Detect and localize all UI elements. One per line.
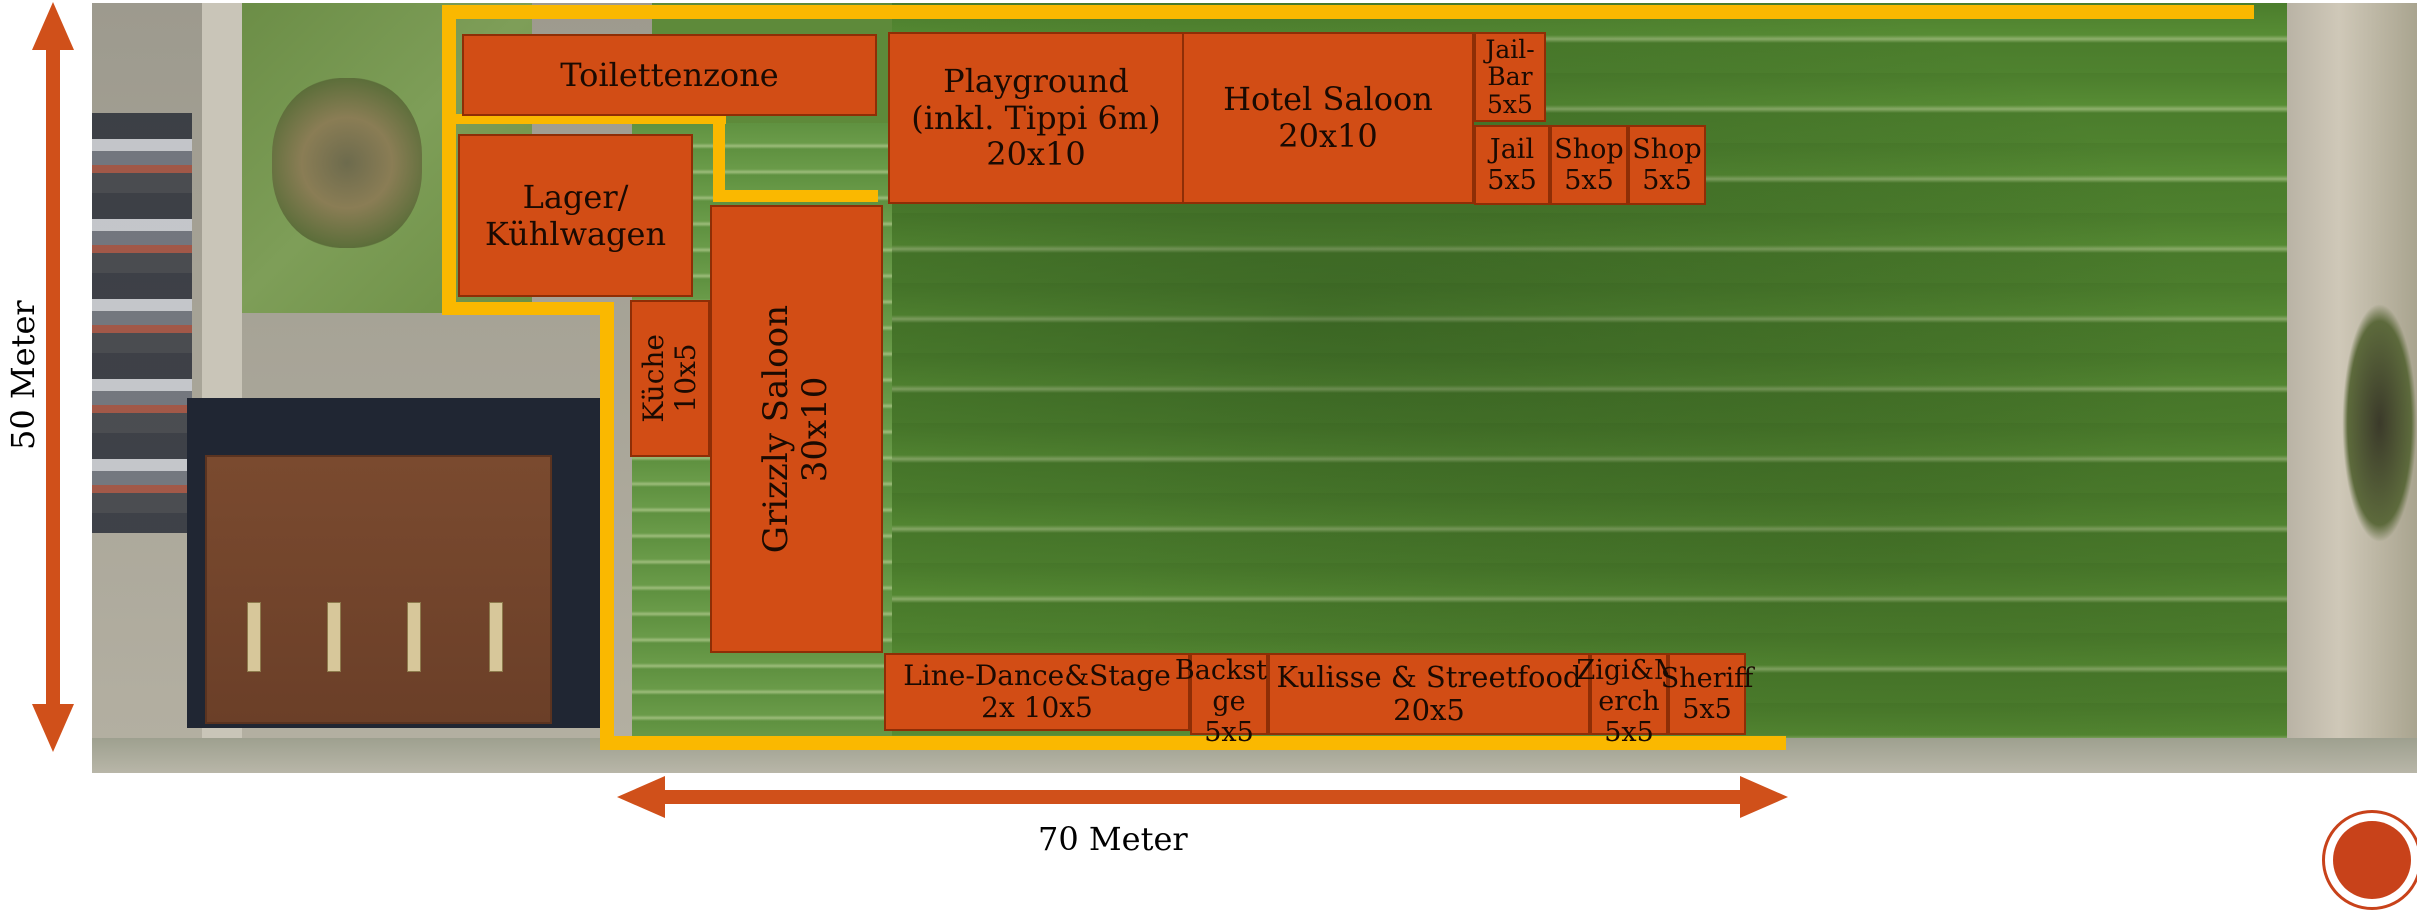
zone-shop-1: Shop 5x5: [1550, 125, 1628, 205]
zone-line-dance-stage: Line-Dance&Stage 2x 10x5: [884, 653, 1190, 731]
roof-window: [327, 602, 341, 672]
zone-hotel-saloon: Hotel Saloon 20x10: [1182, 32, 1474, 204]
zone-jail-bar: Jail- Bar 5x5: [1474, 32, 1546, 122]
roof-window: [407, 602, 421, 672]
zone-kueche: Küche 10x5: [630, 300, 710, 457]
site-border-inner-h: [450, 114, 726, 124]
zone-jail: Jail 5x5: [1474, 125, 1550, 205]
zone-sheriff: Sheriff 5x5: [1661, 653, 1753, 735]
site-border-inner-v: [713, 120, 725, 200]
site-plan-map: Toilettenzone Playground (inkl. Tippi 6m…: [4, 2, 2417, 910]
zone-backstage: Backsta ge 5x5: [1174, 653, 1284, 749]
zone-playground: Playground (inkl. Tippi 6m) 20x10: [888, 32, 1184, 204]
logo-badge-icon: [2322, 810, 2417, 910]
zone-grizzly-saloon: Grizzly Saloon 30x10: [710, 205, 883, 653]
zone-kulisse-streetfood: Kulisse & Streetfood 20x5: [1268, 653, 1590, 735]
width-label: 70 Meter: [1038, 820, 1188, 858]
parked-cars: [92, 113, 192, 533]
zone-lager-kuehlwagen: Lager/ Kühlwagen: [458, 134, 693, 297]
zone-toilettenzone: Toilettenzone: [462, 34, 877, 116]
site-border-step: [442, 302, 612, 315]
building-roof: [205, 455, 552, 724]
zone-shop-2: Shop 5x5: [1628, 125, 1706, 205]
height-arrow: [32, 2, 74, 752]
logo-badge-inner: [2333, 821, 2411, 899]
site-border-bottom: [600, 736, 1786, 750]
site-border-left-lower: [600, 302, 614, 750]
bush: [2342, 303, 2417, 543]
roof-window: [489, 602, 503, 672]
aerial-background: [92, 3, 2417, 773]
roof-window: [247, 602, 261, 672]
site-border-top: [442, 5, 2254, 19]
site-border-left-upper: [442, 5, 456, 315]
zone-zigi-merch: Zigi&M erch 5x5: [1576, 653, 1682, 749]
height-label: 50 Meter: [4, 300, 42, 450]
earth-mound: [272, 78, 422, 248]
site-border-inner-h2: [713, 190, 878, 202]
width-arrow: [617, 776, 1788, 818]
